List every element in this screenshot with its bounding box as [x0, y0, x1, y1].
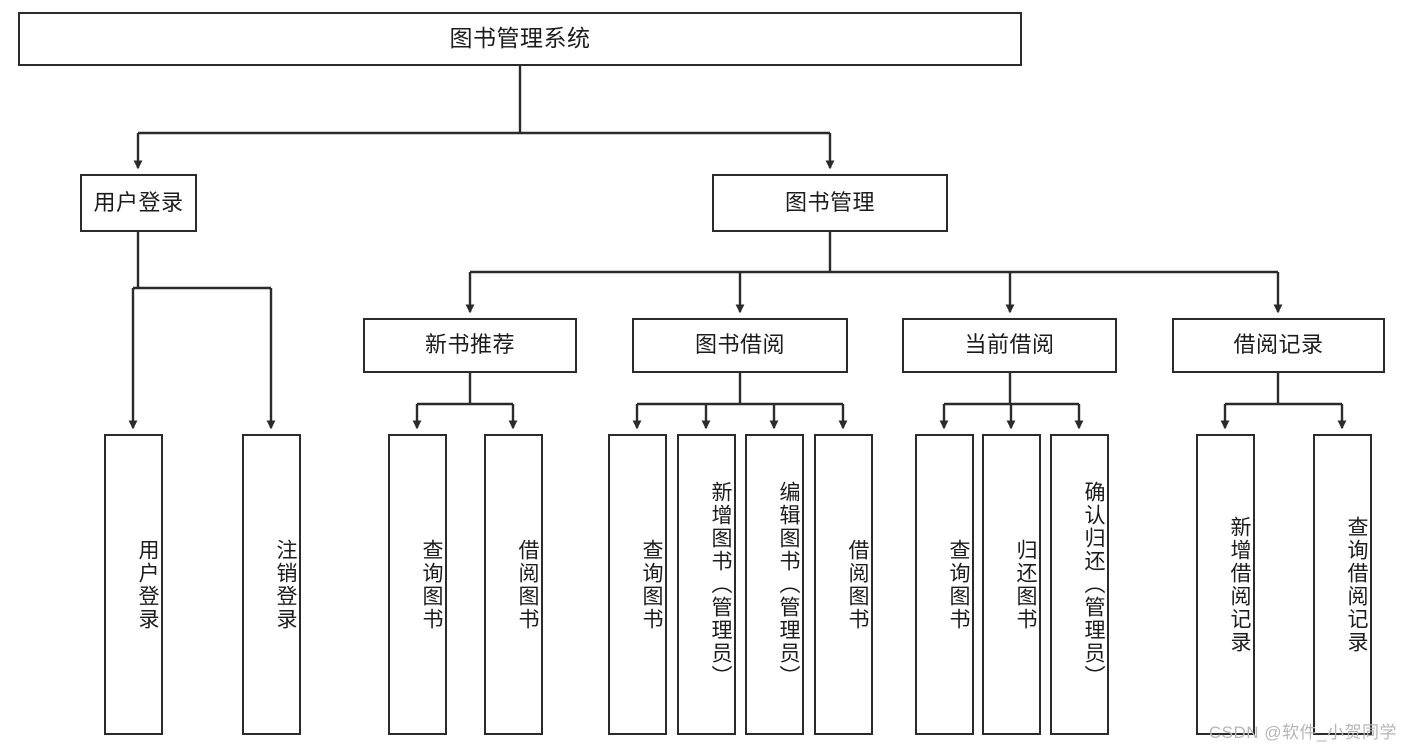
node-borrow-record[interactable]: 借阅记录	[1172, 318, 1385, 373]
node-leaf-logout-login[interactable]: 注销登录	[242, 434, 301, 735]
node-leaf-add-book-label: 新增图书（管理员）	[709, 481, 732, 688]
node-book-management-label: 图书管理	[784, 189, 875, 215]
node-leaf-edit-book[interactable]: 编辑图书（管理员）	[745, 434, 804, 735]
node-leaf-query-book-1[interactable]: 查询图书	[388, 434, 447, 735]
node-leaf-borrow-book-2[interactable]: 借阅图书	[814, 434, 873, 735]
node-current-borrow-label: 当前借阅	[964, 332, 1055, 358]
node-book-borrow[interactable]: 图书借阅	[632, 318, 848, 373]
node-leaf-return-book-label: 归还图书	[1014, 538, 1037, 631]
node-leaf-query-book-1-label: 查询图书	[420, 538, 443, 631]
node-leaf-borrow-book-2-label: 借阅图书	[846, 538, 869, 631]
node-root-label: 图书管理系统	[449, 25, 591, 52]
node-leaf-confirm-return[interactable]: 确认归还（管理员）	[1050, 434, 1109, 735]
node-leaf-query-book-3-label: 查询图书	[947, 538, 970, 631]
node-user-login-label: 用户登录	[93, 189, 184, 215]
node-borrow-record-label: 借阅记录	[1233, 332, 1324, 358]
node-new-book-recommend-label: 新书推荐	[424, 332, 515, 358]
node-leaf-user-login-label: 用户登录	[136, 538, 159, 631]
node-leaf-query-record[interactable]: 查询借阅记录	[1313, 434, 1372, 735]
node-leaf-return-book[interactable]: 归还图书	[982, 434, 1041, 735]
node-leaf-add-record[interactable]: 新增借阅记录	[1196, 434, 1255, 735]
node-leaf-edit-book-label: 编辑图书（管理员）	[777, 481, 800, 688]
node-user-login[interactable]: 用户登录	[80, 174, 197, 232]
node-book-management[interactable]: 图书管理	[712, 174, 948, 232]
node-current-borrow[interactable]: 当前借阅	[902, 318, 1117, 373]
node-new-book-recommend[interactable]: 新书推荐	[363, 318, 577, 373]
node-leaf-borrow-book-1[interactable]: 借阅图书	[484, 434, 543, 735]
node-leaf-add-book[interactable]: 新增图书（管理员）	[677, 434, 736, 735]
node-leaf-confirm-return-label: 确认归还（管理员）	[1082, 481, 1105, 688]
node-leaf-query-record-label: 查询借阅记录	[1345, 515, 1368, 654]
node-book-borrow-label: 图书借阅	[694, 332, 785, 358]
node-leaf-borrow-book-1-label: 借阅图书	[516, 538, 539, 631]
node-leaf-user-login[interactable]: 用户登录	[104, 434, 163, 735]
node-leaf-add-record-label: 新增借阅记录	[1228, 515, 1251, 654]
watermark: CSDN @软件_小贺同学	[1208, 723, 1397, 742]
node-leaf-query-book-2[interactable]: 查询图书	[608, 434, 667, 735]
node-leaf-query-book-2-label: 查询图书	[640, 538, 663, 631]
node-root[interactable]: 图书管理系统	[18, 12, 1022, 66]
node-leaf-logout-login-label: 注销登录	[274, 538, 297, 631]
node-leaf-query-book-3[interactable]: 查询图书	[915, 434, 974, 735]
